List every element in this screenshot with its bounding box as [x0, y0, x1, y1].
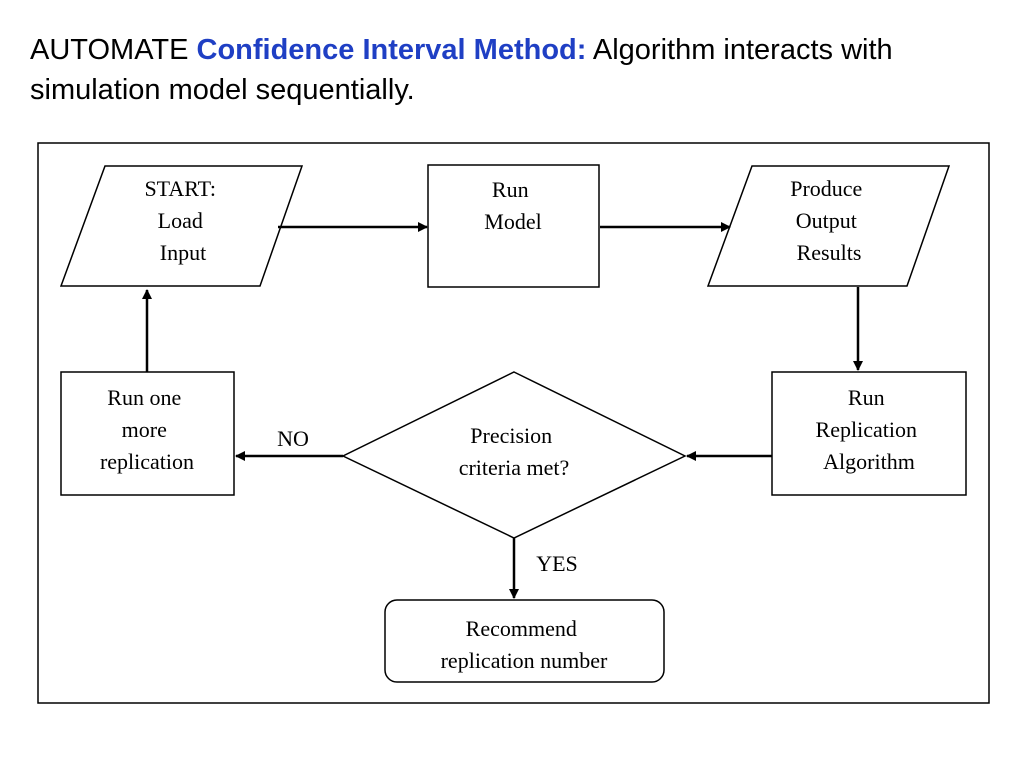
run-one-more-line-1: Run one	[107, 385, 181, 410]
edge-label-yes: YES	[536, 551, 578, 576]
start-shape	[59, 165, 304, 287]
node-run-model: Run Model	[427, 164, 600, 288]
svg-text:Run Replication Al: Run Replication Algorithm	[816, 385, 923, 474]
run-one-more-line-3: replication	[100, 449, 194, 474]
node-produce-output: Produce Output Results	[706, 165, 951, 287]
start-line-2: Load	[158, 208, 203, 233]
svg-text:Recommend replication nu: Recommend replication number	[441, 616, 608, 673]
run-one-more-shape	[60, 371, 235, 496]
run-model-line-1: Run	[492, 177, 529, 202]
precision-check-line-1: Precision	[470, 423, 552, 448]
produce-output-line-2: Output	[796, 208, 857, 233]
svg-text:Run one more repli: Run one more replication	[100, 385, 194, 474]
start-line-1: START:	[144, 176, 216, 201]
produce-output-line-1: Produce	[790, 176, 862, 201]
run-replication-algorithm-shape	[771, 371, 967, 496]
edge-label-no: NO	[277, 426, 309, 451]
diagram-frame	[37, 142, 990, 704]
heading-prefix: AUTOMATE	[30, 34, 197, 66]
produce-output-line-3: Results	[797, 240, 862, 265]
start-line-3: Input	[160, 240, 206, 265]
node-run-one-more: Run one more replication	[60, 371, 235, 496]
svg-text:Precision criteria met?: Precision criteria met?	[459, 423, 570, 480]
recommend-line-2: replication number	[441, 648, 608, 673]
heading-highlight: Confidence Interval Method:	[196, 34, 587, 66]
run-replication-algorithm-line-3: Algorithm	[823, 449, 915, 474]
svg-text:Run Model: Run Model	[484, 177, 541, 234]
node-run-replication-algorithm: Run Replication Algorithm	[771, 371, 967, 496]
run-replication-algorithm-line-2: Replication	[816, 417, 917, 442]
svg-text:Produce Output Res: Produce Output Results	[790, 176, 868, 265]
svg-text:START: Load Input: START: Load Input	[144, 176, 221, 265]
run-model-shape	[427, 164, 600, 288]
precision-check-line-2: criteria met?	[459, 455, 570, 480]
run-one-more-line-2: more	[122, 417, 167, 442]
run-model-line-2: Model	[484, 209, 541, 234]
recommend-shape	[384, 599, 665, 683]
node-start: START: Load Input	[59, 165, 304, 287]
recommend-line-1: Recommend	[466, 616, 577, 641]
slide-heading: AUTOMATE Confidence Interval Method: Alg…	[30, 30, 1000, 110]
node-precision-check: Precision criteria met?	[341, 371, 687, 539]
produce-output-shape	[706, 165, 951, 287]
node-recommend: Recommend replication number	[384, 599, 665, 683]
run-replication-algorithm-line-1: Run	[848, 385, 885, 410]
heading-suffix: Algorithm interacts with simulation mode…	[30, 34, 893, 106]
